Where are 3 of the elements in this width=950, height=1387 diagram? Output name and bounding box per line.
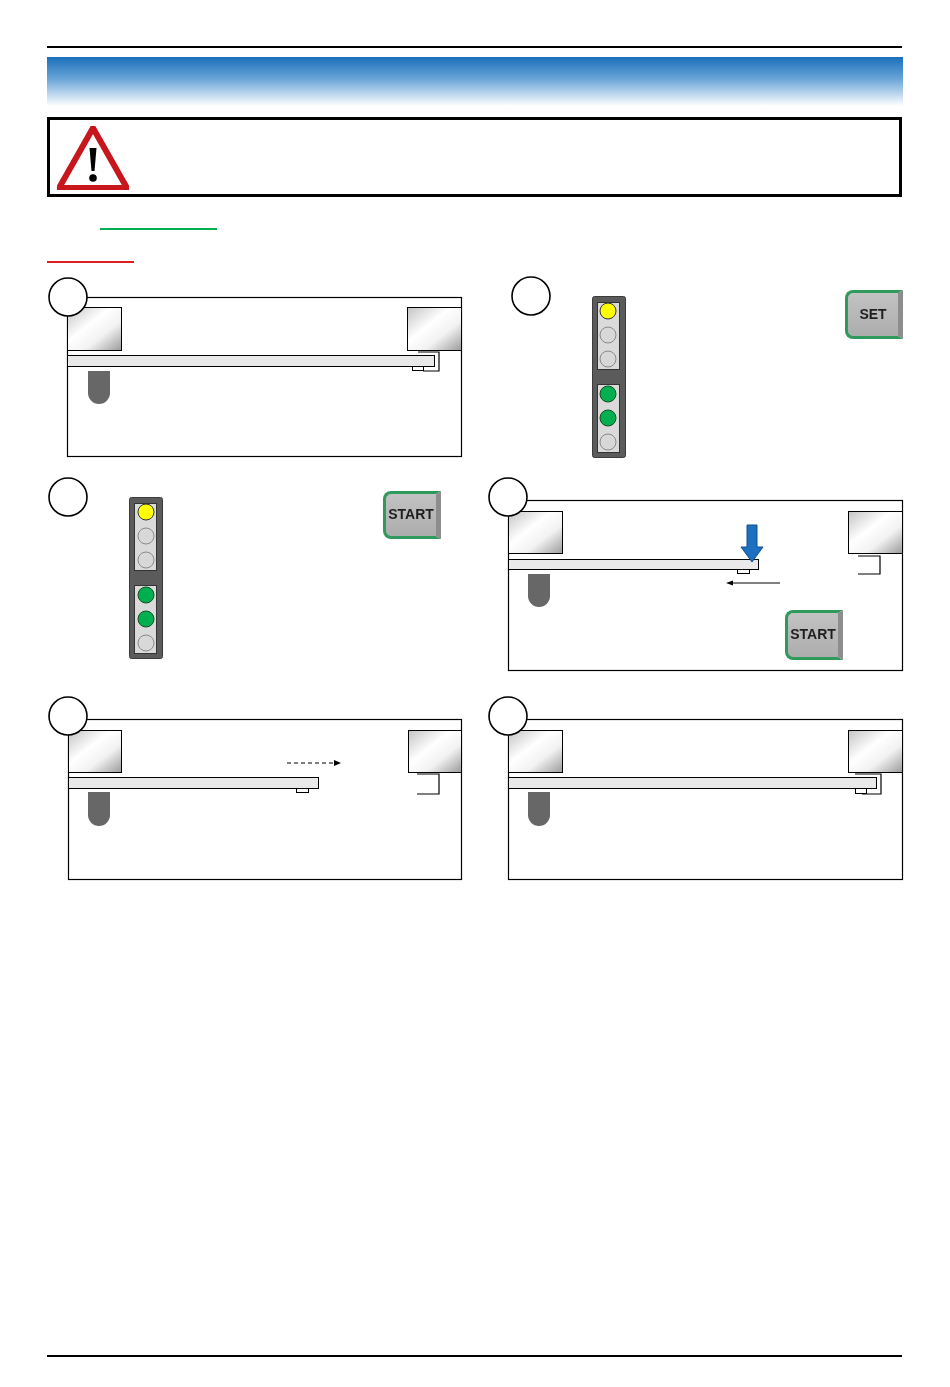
push-button: SET [845, 290, 903, 339]
push-button: START [785, 610, 843, 660]
push-button: START [383, 491, 441, 539]
